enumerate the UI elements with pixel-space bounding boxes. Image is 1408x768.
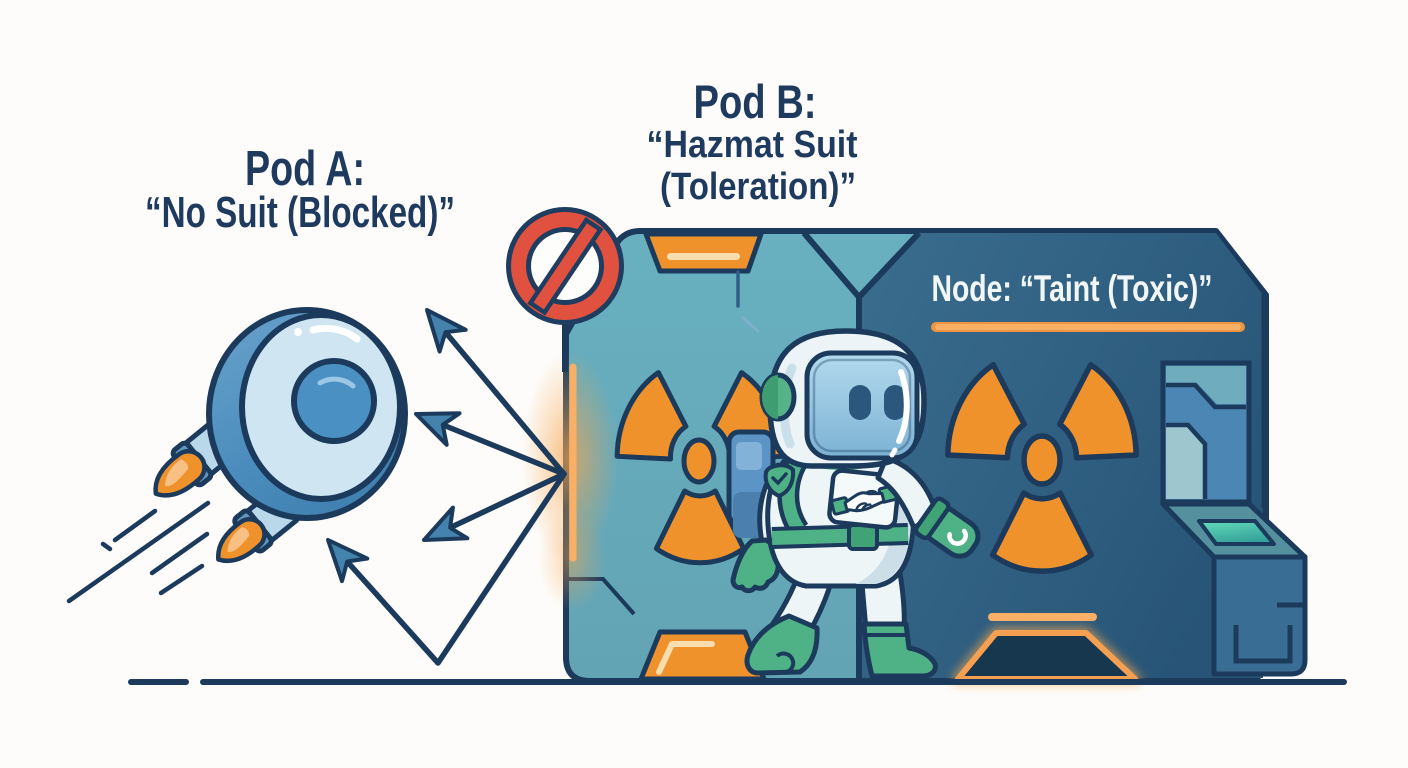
- svg-text:Node: “Taint (Toxic)”: Node: “Taint (Toxic)”: [932, 268, 1213, 309]
- svg-text:“Hazmat Suit: “Hazmat Suit: [647, 124, 858, 166]
- svg-text:Pod A:: Pod A:: [245, 142, 365, 196]
- svg-text:“No Suit (Blocked)”: “No Suit (Blocked)”: [145, 188, 455, 237]
- svg-text:(Toleration)”: (Toleration)”: [660, 166, 856, 208]
- svg-text:Pod B:: Pod B:: [694, 75, 817, 128]
